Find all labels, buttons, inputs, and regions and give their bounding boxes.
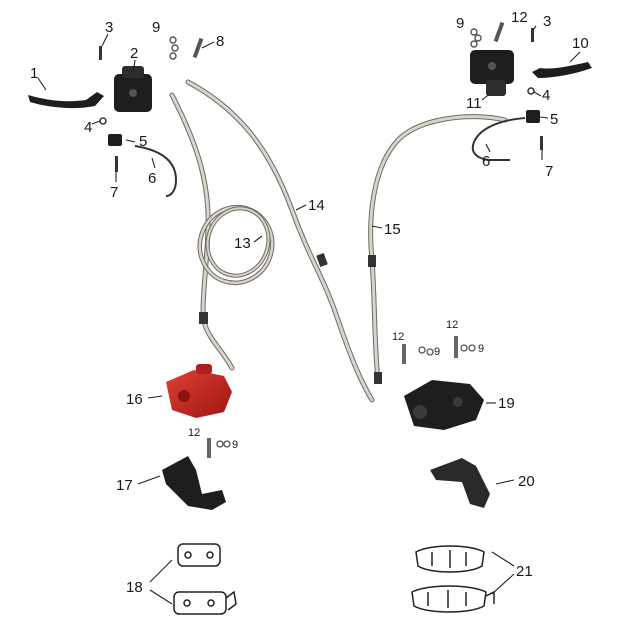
- callout-9-left: 9: [152, 19, 160, 36]
- right-caliper-19: [404, 380, 484, 430]
- callout-12-caliper-a: 12: [392, 331, 404, 343]
- left-brake-pads-18: [173, 543, 237, 615]
- left-bolt-7: [115, 156, 118, 172]
- callout-9-right: 9: [456, 15, 464, 32]
- callout-6-left: 6: [148, 170, 156, 187]
- right-clips-9c: [418, 344, 476, 356]
- callout-1: 1: [30, 65, 38, 82]
- callout-15: 15: [384, 221, 401, 238]
- callout-5-left: 5: [139, 133, 147, 150]
- callout-20: 20: [518, 473, 535, 490]
- callout-labels: 1 2 3 4 5 6 7 9 8 9 12 3 10 11 4 5 6 7 1…: [30, 9, 589, 596]
- right-bolt-12c: [454, 336, 458, 358]
- callout-12-left-caliper: 12: [188, 427, 200, 439]
- callout-4-right: 4: [542, 87, 550, 104]
- callout-8: 8: [216, 33, 224, 50]
- callout-11: 11: [466, 95, 482, 112]
- left-clips-9: [169, 36, 179, 60]
- left-bracket-17: [162, 456, 226, 510]
- left-screw-3: [99, 46, 102, 60]
- callout-3-right: 3: [543, 13, 551, 30]
- left-bolt-12: [207, 438, 211, 458]
- callout-4-left: 4: [84, 119, 92, 136]
- callout-9-left-caliper: 9: [232, 439, 238, 451]
- callout-9-caliper-b: 9: [478, 343, 484, 355]
- left-clips-9b: [216, 440, 231, 448]
- callout-6-right: 6: [482, 153, 490, 170]
- callout-12-right: 12: [511, 9, 528, 26]
- left-wire-6: [134, 145, 178, 197]
- right-bolt-12b: [402, 344, 406, 364]
- left-caliper-group: [162, 364, 237, 615]
- right-switch-5: [526, 110, 540, 123]
- left-brake-lever: [28, 92, 104, 109]
- left-caliper: [166, 364, 232, 418]
- right-washer-4: [527, 87, 535, 95]
- left-washer-4: [99, 117, 107, 125]
- right-screw-3: [531, 28, 534, 42]
- right-controls: [470, 21, 592, 161]
- right-bracket-20: [430, 458, 490, 508]
- callout-21: 21: [516, 563, 533, 580]
- callout-18: 18: [126, 579, 143, 596]
- callout-16: 16: [126, 391, 143, 408]
- right-bolt-7: [540, 136, 543, 150]
- leader-lines: [37, 25, 581, 605]
- left-switch-5: [108, 134, 122, 146]
- right-clips-9: [470, 28, 482, 48]
- right-bolt-12: [493, 21, 505, 43]
- right-caliper-group: [402, 336, 495, 613]
- callout-17: 17: [116, 477, 133, 494]
- callout-5-right: 5: [550, 111, 558, 128]
- right-wire-6: [471, 117, 526, 161]
- callout-9-caliper-a: 9: [434, 346, 440, 358]
- callout-14: 14: [308, 197, 325, 214]
- callout-12-caliper-b: 12: [446, 319, 458, 331]
- callout-7-right: 7: [545, 163, 553, 180]
- left-bolt-8: [192, 37, 204, 59]
- hose-15: [368, 114, 508, 384]
- callout-19: 19: [498, 395, 515, 412]
- hose-13-left: [169, 92, 275, 371]
- callout-13: 13: [234, 235, 251, 252]
- brake-hoses: [169, 79, 508, 403]
- hose-14: [185, 79, 375, 403]
- callout-7-left: 7: [110, 184, 118, 201]
- right-brake-pads-21: [411, 545, 495, 613]
- right-master-cylinder: [470, 50, 514, 96]
- callout-2: 2: [130, 45, 138, 62]
- right-brake-lever: [532, 62, 592, 78]
- callout-3-left: 3: [105, 19, 113, 36]
- callout-10: 10: [572, 35, 589, 52]
